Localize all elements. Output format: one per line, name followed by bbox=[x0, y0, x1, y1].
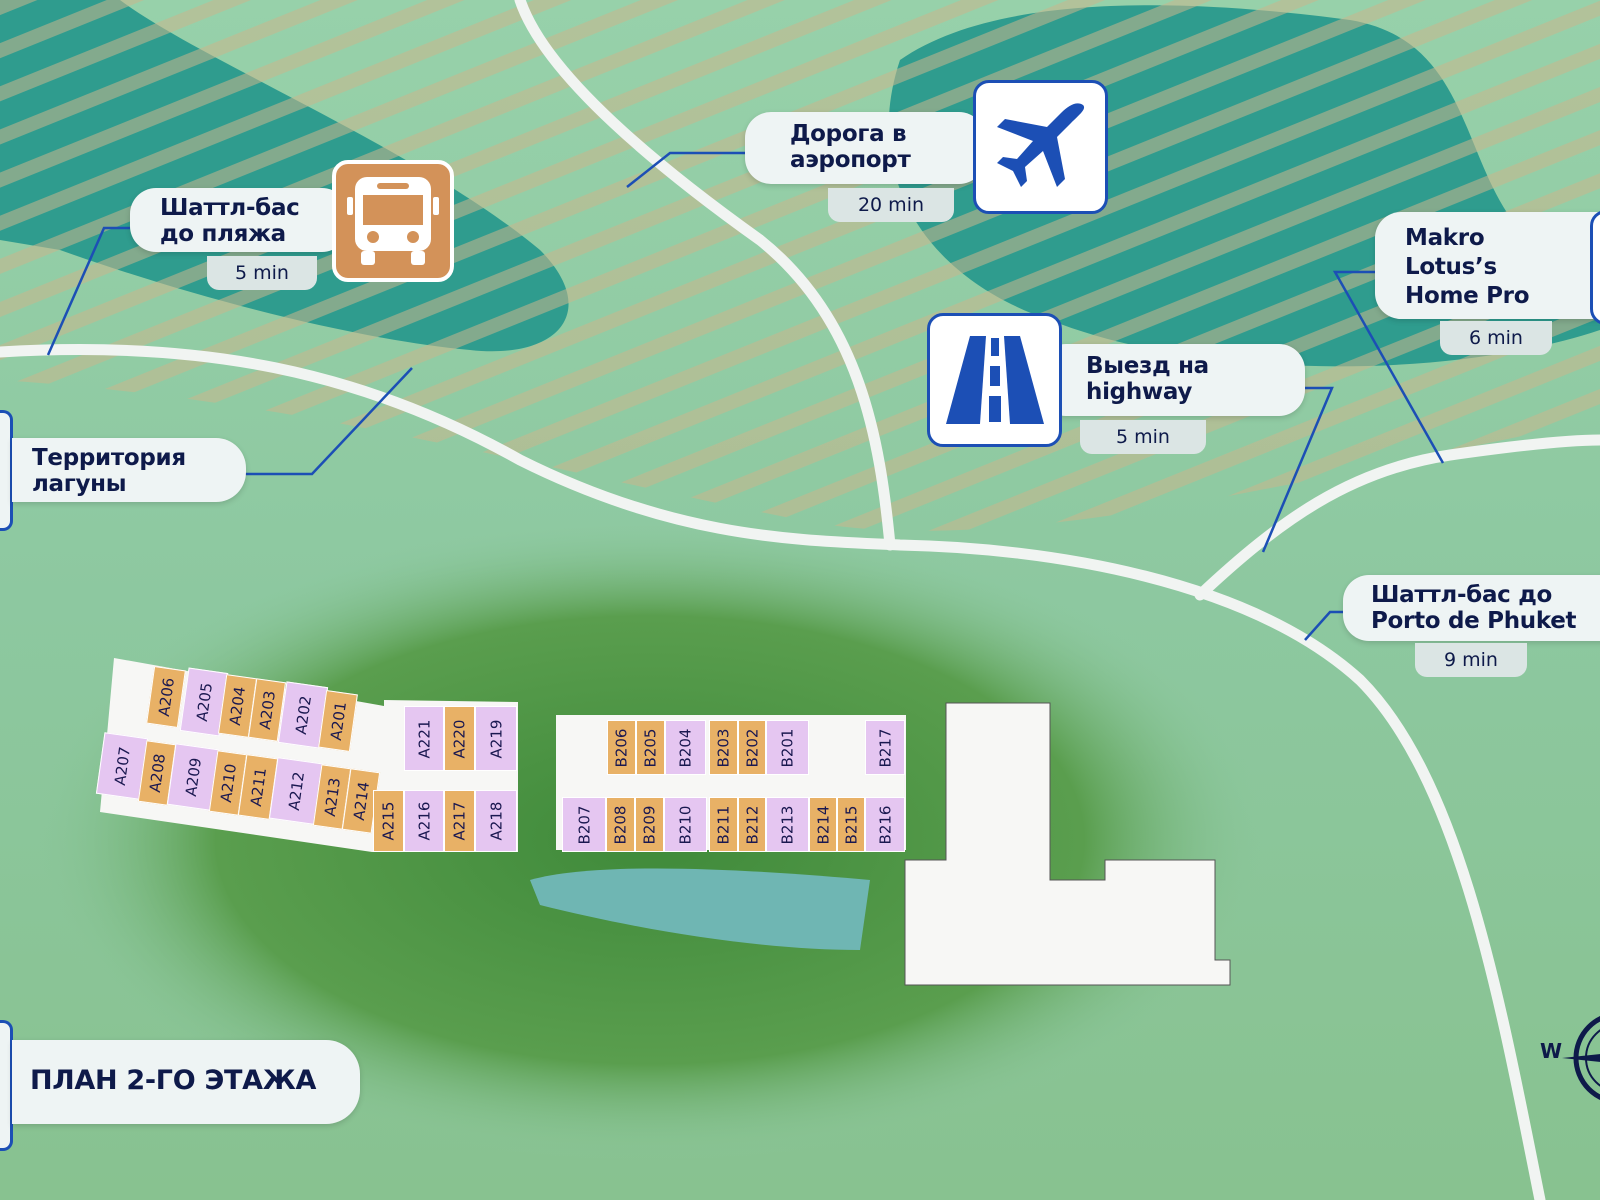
unit-label: B204 bbox=[676, 728, 695, 767]
unit-b210[interactable]: B210 bbox=[664, 797, 707, 852]
airplane-icon bbox=[996, 103, 1084, 187]
unit-a218[interactable]: A218 bbox=[475, 790, 517, 852]
callout-time: 20 min bbox=[828, 188, 954, 222]
unit-a221[interactable]: A221 bbox=[404, 706, 444, 771]
unit-label: A206 bbox=[154, 676, 178, 718]
unit-label: B215 bbox=[842, 805, 861, 844]
callout-porto: Шаттл-бас до Porto de Phuket bbox=[1343, 575, 1600, 641]
unit-label: A210 bbox=[216, 762, 240, 804]
highway-icon bbox=[945, 336, 1044, 424]
unit-b215[interactable]: B215 bbox=[837, 797, 865, 852]
unit-label: A213 bbox=[320, 776, 344, 818]
unit-label: B214 bbox=[814, 805, 833, 844]
unit-label: B210 bbox=[676, 805, 695, 844]
unit-b217[interactable]: B217 bbox=[865, 720, 905, 775]
unit-b207[interactable]: B207 bbox=[562, 797, 606, 852]
unit-label: B205 bbox=[641, 728, 660, 767]
unit-label: A219 bbox=[487, 719, 505, 758]
callout-lagoon: Территория лагуны bbox=[12, 438, 246, 502]
unit-label: A201 bbox=[326, 700, 350, 742]
unit-label: B201 bbox=[778, 728, 797, 767]
unit-label: A217 bbox=[450, 801, 469, 841]
airplane-icon-box bbox=[973, 80, 1108, 214]
unit-b203[interactable]: B203 bbox=[709, 720, 738, 775]
callout-makro: Makro Lotus’s Home Pro bbox=[1375, 212, 1600, 319]
unit-label: A204 bbox=[225, 685, 250, 727]
unit-label: A215 bbox=[379, 801, 398, 841]
unit-label: A203 bbox=[255, 689, 279, 731]
unit-label: A216 bbox=[415, 801, 433, 841]
unit-b209[interactable]: B209 bbox=[635, 797, 664, 852]
floor-plan-title: ПЛАН 2-ГО ЭТАЖА bbox=[30, 1065, 317, 1096]
unit-b204[interactable]: B204 bbox=[665, 720, 706, 775]
compass-west-label: W bbox=[1540, 1039, 1563, 1063]
unit-a216[interactable]: A216 bbox=[404, 790, 444, 852]
makro-icon-box bbox=[1590, 210, 1600, 325]
unit-b205[interactable]: B205 bbox=[636, 720, 665, 775]
unit-label: B207 bbox=[574, 805, 593, 844]
title-icon-box bbox=[0, 1020, 13, 1151]
unit-label: B208 bbox=[611, 805, 630, 844]
callout-title: Дорога в аэропорт bbox=[790, 121, 911, 173]
unit-label: B209 bbox=[640, 805, 659, 844]
highway-icon-box bbox=[927, 313, 1062, 447]
unit-label: B206 bbox=[612, 728, 631, 767]
unit-label: A218 bbox=[487, 801, 505, 841]
bus-icon-box bbox=[332, 160, 454, 282]
unit-label: A202 bbox=[291, 694, 315, 736]
callout-time: 5 min bbox=[207, 256, 317, 290]
floor-plan-title-card: ПЛАН 2-ГО ЭТАЖА bbox=[12, 1040, 360, 1124]
compass: W bbox=[1540, 1010, 1600, 1110]
unit-label: B202 bbox=[743, 728, 762, 767]
unit-b201[interactable]: B201 bbox=[766, 720, 809, 775]
unit-label: B203 bbox=[714, 728, 733, 767]
callout-highway: Выезд на highway bbox=[1040, 344, 1305, 416]
callout-airport: Дорога в аэропорт bbox=[745, 112, 985, 184]
unit-label: A220 bbox=[450, 719, 469, 758]
unit-label: A207 bbox=[110, 745, 134, 787]
unit-a219[interactable]: A219 bbox=[475, 706, 517, 771]
unit-label: B217 bbox=[876, 728, 895, 767]
unit-label: A214 bbox=[349, 780, 373, 822]
unit-b212[interactable]: B212 bbox=[738, 797, 766, 852]
callout-time: 9 min bbox=[1415, 643, 1527, 677]
lagoon-icon-box bbox=[0, 410, 13, 531]
unit-label: B216 bbox=[876, 805, 895, 844]
bus-icon bbox=[347, 177, 439, 265]
callout-title: Шаттл-бас до Porto de Phuket bbox=[1371, 582, 1577, 634]
unit-label: B211 bbox=[714, 805, 733, 844]
unit-b202[interactable]: B202 bbox=[738, 720, 766, 775]
callout-title: Makro Lotus’s Home Pro bbox=[1405, 225, 1530, 309]
pool bbox=[530, 868, 870, 950]
unit-b216[interactable]: B216 bbox=[865, 797, 905, 852]
callout-title: Выезд на highway bbox=[1086, 353, 1209, 405]
unit-b208[interactable]: B208 bbox=[606, 797, 635, 852]
callout-shuttle-beach: Шаттл-бас до пляжа bbox=[130, 188, 348, 252]
unit-b206[interactable]: B206 bbox=[607, 720, 636, 775]
unit-a217[interactable]: A217 bbox=[444, 790, 475, 852]
unit-label: A205 bbox=[192, 681, 216, 723]
callout-time: 5 min bbox=[1080, 420, 1206, 454]
callout-title: Шаттл-бас до пляжа bbox=[160, 195, 300, 247]
unit-label: B212 bbox=[743, 805, 762, 844]
unit-label: A221 bbox=[415, 719, 433, 758]
unit-a215[interactable]: A215 bbox=[373, 790, 404, 852]
callout-time: 6 min bbox=[1440, 321, 1552, 355]
unit-label: A208 bbox=[145, 752, 169, 794]
unit-label: A209 bbox=[181, 756, 205, 798]
unit-label: B213 bbox=[778, 805, 797, 844]
compass-rose-icon bbox=[1562, 1016, 1600, 1100]
unit-label: A211 bbox=[246, 766, 270, 808]
unit-b213[interactable]: B213 bbox=[766, 797, 809, 852]
unit-b211[interactable]: B211 bbox=[709, 797, 738, 852]
callout-title: Территория лагуны bbox=[32, 445, 186, 497]
unit-b214[interactable]: B214 bbox=[809, 797, 837, 852]
unit-label: A212 bbox=[284, 770, 308, 812]
clubhouse-footprint bbox=[904, 702, 1231, 986]
unit-a220[interactable]: A220 bbox=[444, 706, 475, 771]
callout-leaders bbox=[46, 151, 1445, 641]
